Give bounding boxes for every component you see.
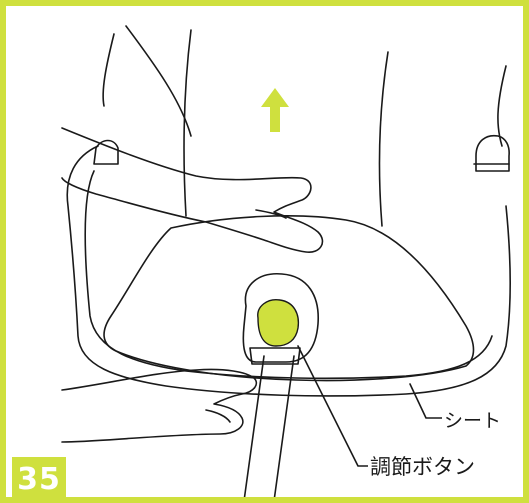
car-seat-illustration — [61, 25, 511, 497]
side-lock-outline — [475, 134, 510, 172]
backrest-right-edge — [497, 65, 507, 147]
upper-hand — [61, 127, 324, 253]
lower-hand — [61, 368, 258, 443]
button-housing — [242, 273, 319, 363]
seat-callout-label: シート — [442, 406, 504, 433]
left-lock — [93, 139, 119, 165]
upper-hand-finger-line — [255, 209, 287, 219]
strap-left — [243, 355, 265, 497]
up-arrow-icon — [261, 88, 289, 132]
upper-hand-thumb — [125, 25, 192, 137]
backrest-left-edge — [102, 33, 115, 107]
step-number-badge: 35 — [12, 457, 66, 497]
seat-shell-left — [66, 145, 511, 397]
button-buckle — [249, 347, 301, 365]
adjust-button-callout-label: 調節ボタン — [368, 451, 477, 481]
strap-right — [273, 355, 295, 497]
lower-hand-finger — [205, 409, 231, 423]
button-leader-line — [297, 345, 369, 467]
seat-leader-line — [409, 383, 443, 419]
adjust-button-highlight — [257, 299, 300, 347]
backrest-right-line — [378, 51, 389, 227]
seat-cushion — [103, 215, 475, 382]
